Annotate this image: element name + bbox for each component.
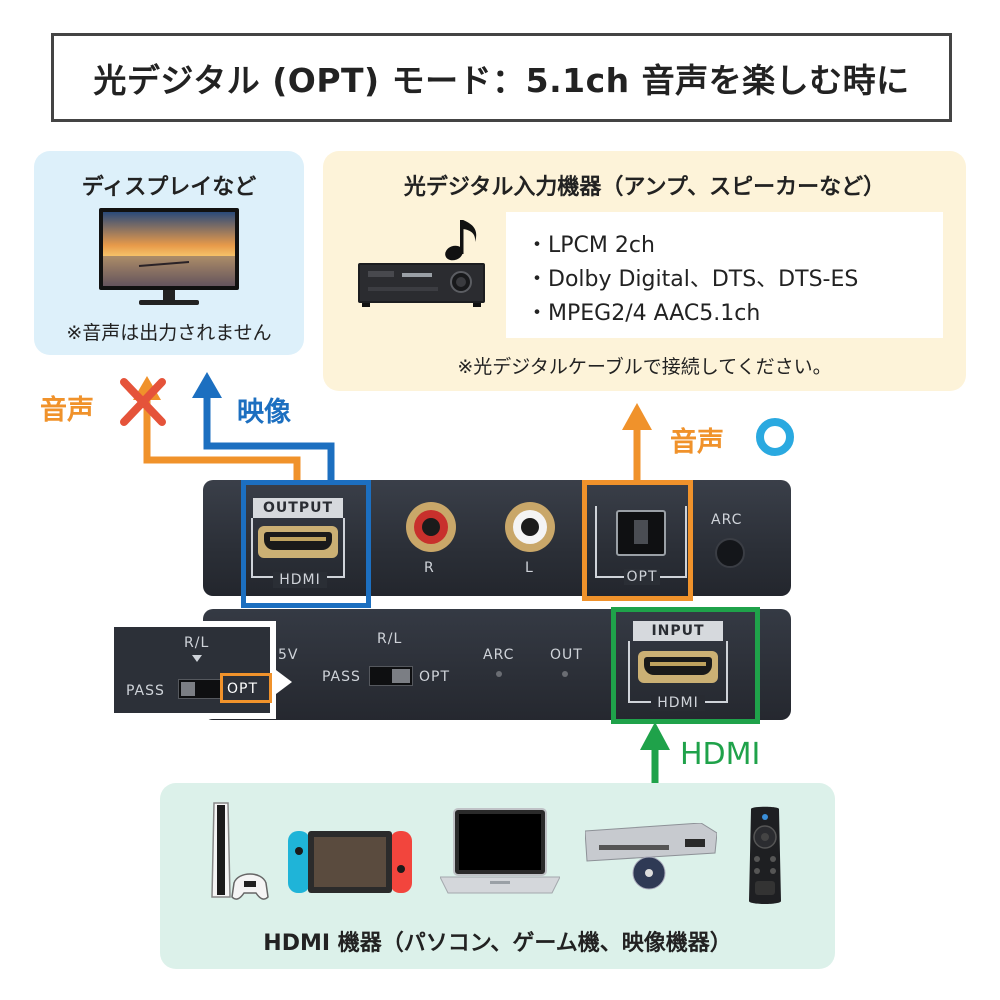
- inset-opt-highlight: [220, 673, 272, 703]
- audio-label-right: 音声: [670, 427, 724, 458]
- cross-icon: [120, 378, 166, 426]
- hdmi-input-port[interactable]: [638, 651, 718, 683]
- inset-pointer-icon: [192, 655, 202, 662]
- page-title: 光デジタル (OPT) モード：5.1ch 音声を楽しむ時に: [51, 33, 952, 122]
- rca-right-port[interactable]: [406, 502, 456, 552]
- music-note-icon: [445, 220, 477, 261]
- display-title: ディスプレイなど: [81, 175, 257, 200]
- hdmi-sources-panel: HDMI 機器（パソコン、ゲーム機、映像機器）: [160, 783, 835, 969]
- switch-zoom-image: R/L PASS OPT: [114, 627, 272, 713]
- video-arrowhead: [192, 372, 222, 398]
- display-panel: ディスプレイなど ※音声は出力されません: [34, 151, 304, 355]
- rca-l-label: L: [525, 560, 534, 576]
- arc-button[interactable]: [715, 538, 745, 568]
- format-item: ・MPEG2/4 AAC5.1ch: [526, 301, 761, 326]
- mode-switch[interactable]: [369, 666, 413, 686]
- inset-switch: [178, 679, 222, 699]
- out-led: [562, 671, 568, 677]
- pass-label: PASS: [322, 669, 361, 685]
- optical-output-port[interactable]: [616, 510, 666, 556]
- rca-left-port[interactable]: [505, 502, 555, 552]
- optical-device-panel: 光デジタル入力機器（アンプ、スピーカーなど） ・LPCM 2ch ・Dolby …: [323, 151, 966, 391]
- hdmi-arrowhead: [640, 722, 670, 750]
- arc-led-label: ARC: [483, 647, 515, 663]
- audio-arrow-left: [143, 398, 301, 484]
- audio-arrowhead-right: [622, 403, 652, 430]
- audio-label-left: 音声: [40, 395, 94, 426]
- arc-label-top: ARC: [711, 512, 743, 528]
- hdmi-output-port[interactable]: [258, 526, 338, 558]
- dvd-player-icon: [585, 823, 717, 890]
- ok-circle-icon: [756, 418, 794, 456]
- opt-label-bottom: OPT: [419, 669, 451, 685]
- arc-led: [496, 671, 502, 677]
- supported-formats-box: ・LPCM 2ch ・Dolby Digital、DTS、DTS-ES ・MPE…: [506, 212, 943, 338]
- sources-title: HDMI 機器（パソコン、ゲーム機、映像機器）: [263, 931, 732, 956]
- hdmi-input-highlight: [611, 607, 760, 724]
- inset-rl-label: R/L: [184, 635, 210, 651]
- 5v-label: 5V: [278, 647, 299, 663]
- amplifier-icon: [358, 263, 485, 307]
- game-console-icon: [211, 802, 269, 900]
- monitor-icon: [99, 208, 239, 305]
- hdmi-label-top: HDMI: [273, 572, 327, 588]
- video-arrow: [203, 396, 335, 484]
- opt-label-top: OPT: [624, 569, 660, 585]
- video-label: 映像: [237, 397, 291, 428]
- out-led-label: OUT: [550, 647, 583, 663]
- switch-zoom-inset: R/L PASS OPT: [108, 621, 276, 719]
- display-note: ※音声は出力されません: [66, 322, 272, 344]
- laptop-icon: [440, 808, 560, 894]
- opt-output-highlight: [582, 480, 693, 601]
- inset-opt-label: OPT: [227, 681, 259, 697]
- optical-note: ※光デジタルケーブルで接続してください。: [457, 356, 832, 378]
- format-item: ・LPCM 2ch: [526, 233, 655, 258]
- rl-label: R/L: [377, 631, 403, 647]
- converter-rear-panel: 5V R/L PASS OPT ARC OUT INPUT HDMI: [203, 609, 791, 720]
- hdmi-label-bottom: HDMI: [651, 695, 705, 711]
- remote-control-icon: [749, 806, 781, 904]
- input-label: INPUT: [633, 621, 723, 641]
- optical-title: 光デジタル入力機器（アンプ、スピーカーなど）: [403, 175, 886, 200]
- converter-front-panel: OUTPUT HDMI R L OPT ARC: [203, 480, 791, 596]
- hdmi-input-label: HDMI: [680, 737, 761, 772]
- rca-r-label: R: [424, 560, 435, 576]
- handheld-console-icon: [288, 831, 412, 893]
- format-item: ・Dolby Digital、DTS、DTS-ES: [526, 267, 859, 292]
- inset-pass-label: PASS: [126, 683, 165, 699]
- output-label: OUTPUT: [253, 498, 343, 518]
- hdmi-output-highlight: [241, 480, 371, 608]
- inset-callout-pointer: [276, 670, 292, 694]
